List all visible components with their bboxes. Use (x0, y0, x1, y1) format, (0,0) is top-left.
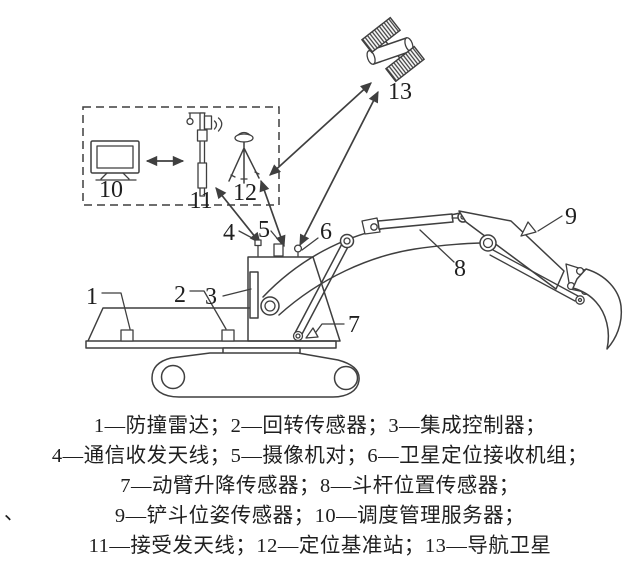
ground-station-enclosure (82, 106, 280, 206)
part-label-5: 5 (258, 217, 270, 243)
link-antenna-excavator (215, 187, 261, 244)
link-basestation-excavator (259, 179, 286, 248)
radar-sensor-box (120, 329, 134, 342)
part-label-8: 8 (454, 256, 466, 282)
excavator-drawing (85, 210, 623, 398)
bucket-link-rod (489, 249, 579, 302)
part-label-12: 12 (233, 180, 257, 206)
solar-panel (360, 16, 402, 54)
excavator-system-diagram: 1 2 3 4 5 6 7 8 9 10 11 12 13 (82, 16, 623, 398)
excavator-stick (458, 210, 585, 305)
track-wheel (160, 364, 186, 390)
patent-diagram-figure: 1 2 3 4 5 6 7 8 9 10 11 12 13 (82, 16, 623, 398)
part-label-2: 2 (174, 282, 186, 308)
satellite-body (366, 37, 414, 65)
stray-punctuation-mark: 、 (4, 502, 24, 524)
stick-cylinder (361, 211, 469, 235)
receiver-antenna-icon (186, 112, 223, 197)
part-label-1: 1 (86, 284, 98, 310)
part-label-6: 6 (320, 219, 332, 245)
leader-lines (101, 215, 563, 333)
boom-lift-sensor-mark (305, 327, 319, 339)
monitor-icon (90, 140, 140, 181)
legend-line-3: 7—动臂升降传感器；8—斗杆位置传感器； (120, 475, 520, 497)
satellite-icon (360, 16, 426, 83)
excavator-bucket (565, 263, 623, 350)
legend-line-2: 4—通信收发天线；5—摄像机对；6—卫星定位接收机组； (51, 445, 589, 467)
integrated-controller-box (249, 271, 259, 319)
legend-line-4: 9—铲斗位姿传感器；10—调度管理服务器； (114, 505, 526, 527)
cab-gps-receiver (293, 244, 303, 257)
legend-line-5: 11—接受发天线；12—定位基准站；13—导航卫星 (88, 535, 552, 557)
part-label-7: 7 (348, 312, 360, 338)
cab-camera-pair (273, 243, 284, 257)
part-label-4: 4 (223, 220, 235, 246)
part-label-3: 3 (205, 284, 217, 310)
base-station-tripod-icon (228, 131, 260, 184)
boom-cylinder (294, 239, 351, 337)
track-wheel (333, 365, 359, 391)
bucket-pose-sensor-mark (520, 221, 537, 237)
comm-links (145, 82, 379, 248)
excavator-track (151, 352, 360, 398)
excavator-deck (85, 307, 337, 356)
part-label-13: 13 (388, 79, 412, 105)
part-labels: 1 2 3 4 5 6 7 8 9 10 11 12 13 (86, 79, 577, 338)
slew-sensor-box (221, 329, 235, 342)
solar-panel (384, 45, 426, 83)
excavator-cab (247, 239, 341, 342)
cab-antenna-comm (254, 239, 262, 257)
part-label-10: 10 (99, 177, 123, 203)
part-label-9: 9 (565, 204, 577, 230)
legend-line-1: 1—防撞雷达；2—回转传感器；3—集成控制器； (93, 415, 547, 437)
part-label-11: 11 (189, 188, 212, 214)
legend: 1—防撞雷达；2—回转传感器；3—集成控制器； 4—通信收发天线；5—摄像机对；… (0, 411, 640, 561)
link-satellite-basestation (269, 82, 372, 176)
